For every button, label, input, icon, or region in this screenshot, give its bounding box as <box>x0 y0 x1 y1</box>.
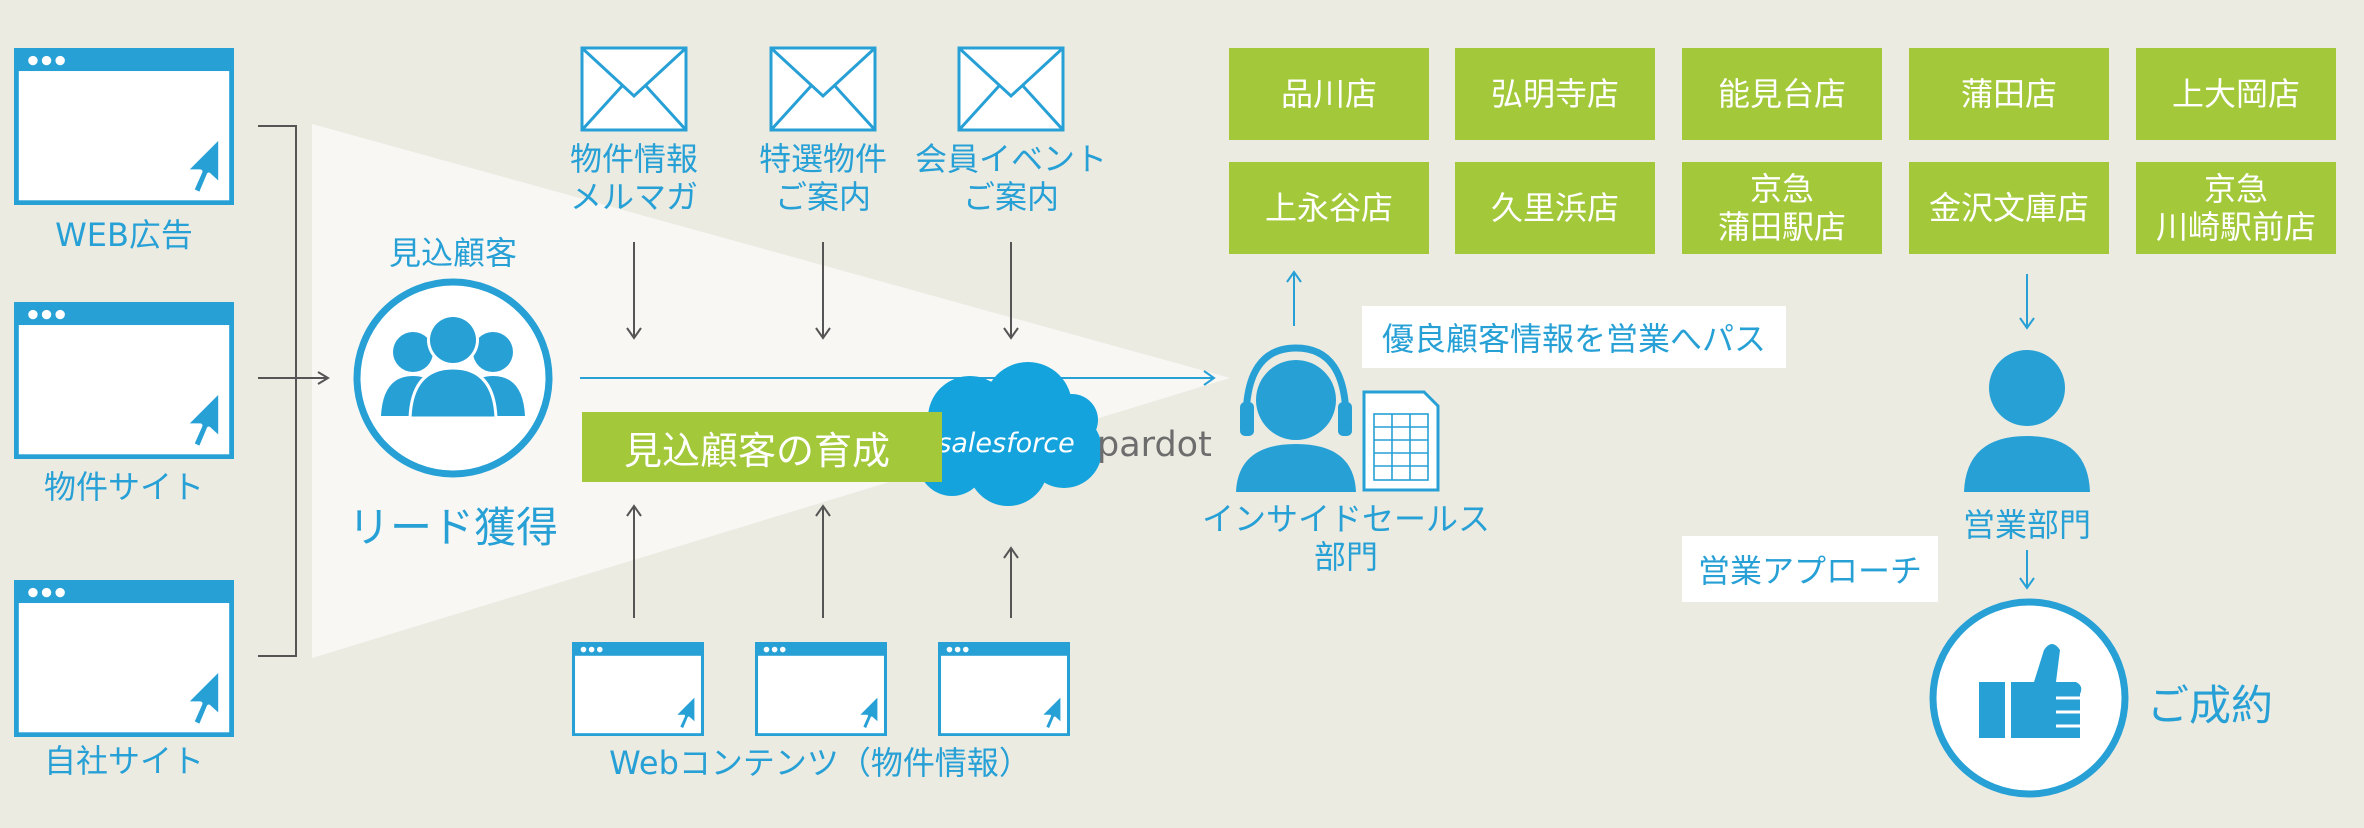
sources-bracket <box>258 125 330 657</box>
prospect-top-label: 見込顧客 <box>388 234 517 272</box>
to-stores-arrow <box>1286 270 1302 326</box>
to-contract-arrow <box>2019 550 2035 590</box>
pardot-logo-text: pardot <box>1097 425 1212 465</box>
source-label-web-ad: WEB広告 <box>55 216 193 254</box>
envelope-icon <box>580 46 688 132</box>
store-kamata: 蒲田店 <box>1909 48 2109 140</box>
people-group-icon <box>353 278 553 478</box>
main-flow-arrow <box>580 370 1216 386</box>
to-sales-arrow <box>2019 274 2035 330</box>
store-kanazawa-bunko: 金沢文庫店 <box>1909 162 2109 254</box>
browser-window-icon <box>938 642 1070 736</box>
spreadsheet-document-icon <box>1362 390 1440 492</box>
store-shinagawa: 品川店 <box>1229 48 1429 140</box>
email-label-member-event: 会員イベント ご案内 <box>914 140 1107 216</box>
lead-nurturing-bar: 見込顧客の育成 <box>582 412 942 482</box>
thumbs-up-icon <box>1929 598 2129 798</box>
source-label-property-site: 物件サイト <box>43 468 204 506</box>
store-keikyu-kamata: 京急 蒲田駅店 <box>1682 162 1882 254</box>
store-gumyoji: 弘明寺店 <box>1455 48 1655 140</box>
store-kamiooka: 上大岡店 <box>2136 48 2336 140</box>
email-label-property-newsletter: 物件情報 メルマガ <box>569 140 698 216</box>
email-arrows <box>626 242 1019 340</box>
store-nokendai: 能見台店 <box>1682 48 1882 140</box>
funnel-shape <box>312 124 1230 658</box>
sales-dept-label: 営業部門 <box>1962 506 2091 544</box>
inside-sales-label: インサイドセールス 部門 <box>1201 500 1490 576</box>
envelope-icon <box>957 46 1065 132</box>
store-kurihama: 久里浜店 <box>1455 162 1655 254</box>
person-icon <box>1964 350 2090 492</box>
source-label-own-site: 自社サイト <box>43 742 204 780</box>
sales-approach-label: 営業アプローチ <box>1682 536 1938 602</box>
browser-window-icon <box>755 642 887 736</box>
browser-window-icon <box>572 642 704 736</box>
lead-acquisition-label: リード獲得 <box>347 503 558 552</box>
store-kaminagaya: 上永谷店 <box>1229 162 1429 254</box>
content-arrows <box>626 504 1019 618</box>
salesforce-logo-text: salesforce <box>937 428 1074 459</box>
headset-operator-icon <box>1236 344 1356 492</box>
envelope-icon <box>769 46 877 132</box>
handoff-label: 優良顧客情報を営業へパス <box>1362 306 1786 368</box>
contract-label: ご成約 <box>2146 681 2273 730</box>
browser-window-icon <box>16 304 232 457</box>
browser-window-icon <box>16 582 232 735</box>
web-contents-label: Webコンテンツ（物件情報） <box>609 744 1031 782</box>
store-keikyu-kawasaki: 京急 川崎駅前店 <box>2136 162 2336 254</box>
browser-window-icon <box>16 50 232 203</box>
email-label-featured-property: 特選物件 ご案内 <box>758 140 887 216</box>
